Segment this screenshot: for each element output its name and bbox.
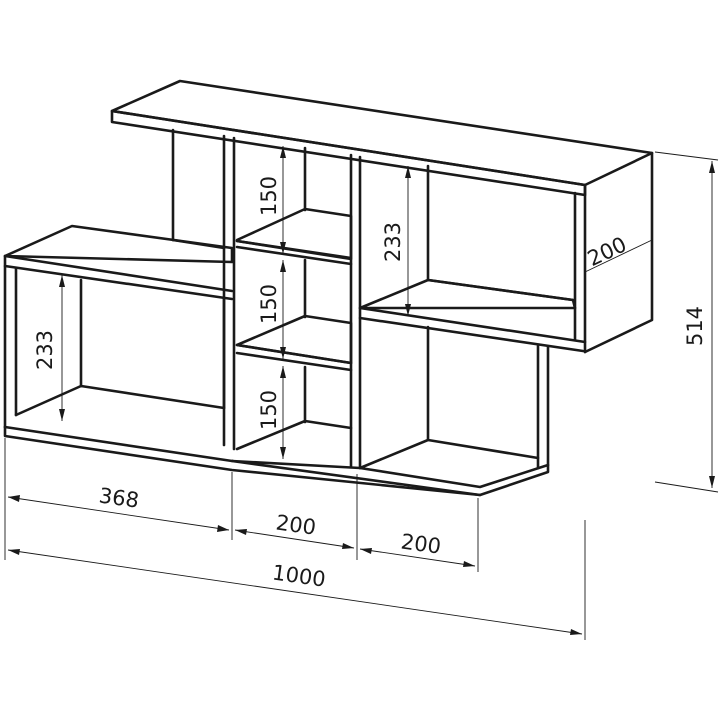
dim-left-width-label: 368 [97, 483, 140, 512]
dim-left-height-label: 233 [33, 330, 57, 370]
dim-shelf-height-label-1: 150 [257, 176, 281, 216]
middle-column [222, 134, 362, 470]
dim-shelf-height-label-2: 150 [257, 284, 281, 324]
dim-overall-height-label: 514 [683, 306, 707, 346]
dim-right-width-label: 200 [399, 529, 442, 558]
dimension-lines [4, 146, 719, 640]
dim-right-height-label: 233 [381, 222, 405, 262]
top-shelf-board [110, 79, 654, 197]
upper-back-panel [171, 128, 226, 250]
dim-depth-label: 200 [584, 232, 630, 271]
dim-overall-width-label: 1000 [271, 560, 327, 591]
dim-middle-width-label: 200 [274, 510, 317, 539]
dim-shelf-height-label-3: 150 [257, 390, 281, 430]
right-compartment [3, 151, 654, 497]
